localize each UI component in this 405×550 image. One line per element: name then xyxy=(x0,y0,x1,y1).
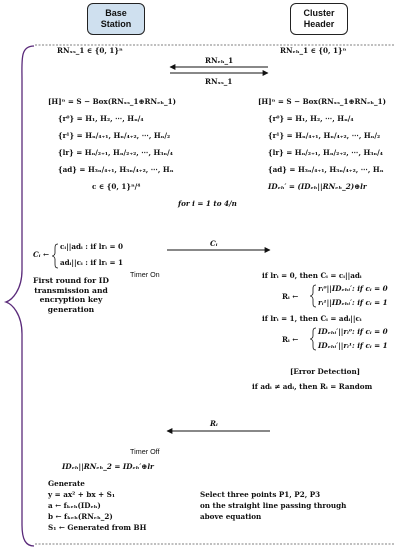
ri-brace-1 xyxy=(309,327,317,351)
bs-nonce: RNₓₛ_1 ∈ {0, 1}ⁿ xyxy=(57,46,123,55)
timer-on: Timer On xyxy=(130,270,160,279)
ch-case-1: if lrᵢ = 1, then Cᵢ = adᵢ||cᵢ xyxy=(262,314,362,323)
bs-r0: {r⁰} = H₁, H₂, ⋯, Hₙ/₄ xyxy=(58,114,144,123)
cluster-header-label-1: Cluster xyxy=(303,8,335,18)
ch-nonce: RNₑₕ_1 ∈ {0, 1}ⁿ xyxy=(280,46,347,55)
bs-h-derivation: [H]ⁿ = S − Box(RNₓₛ_1⊕RNₑₕ_1) xyxy=(48,97,177,106)
ch-h-derivation: [H]ⁿ = S − Box(RNₓₛ_1⊕RNₑₕ_1) xyxy=(258,97,387,106)
ch-r0: {r⁰} = H₁, H₂, ⋯, Hₙ/₄ xyxy=(268,114,354,123)
id-recovery: IDₑₕ||RNₑₕ_2 = IDₑₕ′⊕lr xyxy=(62,462,154,471)
select-line-1: Select three points P1, P2, P3 xyxy=(200,490,321,499)
generate-b: b ← fₖₑₕ(RNₑₕ_2) xyxy=(48,512,113,521)
error-detection-title: [Error Detection] xyxy=(290,367,361,376)
round-label: First round for ID transmission and encr… xyxy=(33,276,109,314)
timer-off: Timer Off xyxy=(130,447,160,456)
ri-case-0a: rᵢ⁰||IDₑₕᵢ′: if cᵢ = 0 xyxy=(318,284,388,293)
cluster-header-label-2: Header xyxy=(303,19,335,29)
msg-rn-ch-label: RNₑₕ_1 xyxy=(205,56,234,65)
ci-case-0: cᵢ||adᵢ : if lrᵢ = 0 xyxy=(60,242,123,251)
ci-case-1: adᵢ||cᵢ : if lrᵢ = 1 xyxy=(60,258,123,267)
ch-ad: {ad} = H₃ₙ/₄₊₁, H₃ₙ/₄₊₂, ⋯, Hₙ xyxy=(268,165,384,174)
bs-c: c ∈ {0, 1}ⁿ/⁴ xyxy=(92,182,141,191)
bs-ad: {ad} = H₃ₙ/₄₊₁, H₃ₙ/₄₊₂, ⋯, Hₙ xyxy=(58,165,174,174)
ch-lr: {lr} = Hₙ/₂₊₁, Hₙ/₂₊₂, ⋯, H₃ₙ/₄ xyxy=(268,148,383,157)
ri-case-0b: rᵢ¹||IDₑₕᵢ′: if cᵢ = 1 xyxy=(318,298,388,307)
ri-case-1b: IDₑₕᵢ′||rᵢ¹: if cᵢ = 1 xyxy=(318,341,388,350)
base-station-label-1: Base xyxy=(105,8,127,18)
msg-rn-bs-label: RNₓₛ_1 xyxy=(205,77,233,86)
generate-s: S₁ ← Generated from BH xyxy=(48,523,147,532)
round-brace xyxy=(3,45,35,547)
ri-case-1a: IDₑₕᵢ′||rᵢ⁰: if cᵢ = 0 xyxy=(318,327,388,336)
cluster-header-box: Cluster Header xyxy=(290,3,348,35)
bs-lr: {lr} = Hₙ/₂₊₁, Hₙ/₂₊₂, ⋯, H₃ₙ/₄ xyxy=(58,148,173,157)
select-line-2: on the straight line passing through xyxy=(200,501,347,510)
loop-label: for i = 1 to 4/n xyxy=(178,199,237,208)
generate-y: y = ax² + bx + S₁ xyxy=(48,490,115,499)
ch-case-0: if lrᵢ = 0, then Cᵢ = cᵢ||adᵢ xyxy=(262,271,362,280)
msg-ci-label: Cᵢ xyxy=(210,239,218,248)
generate-a: a ← fₖₑₕ(IDₑₕ) xyxy=(48,501,101,510)
ci-brace xyxy=(51,243,59,269)
base-station-box: Base Station xyxy=(87,3,145,35)
ri-prefix-1: Rᵢ ← xyxy=(282,335,299,344)
select-line-3: above equation xyxy=(200,512,262,521)
ci-prefix: Cᵢ ← xyxy=(33,250,49,259)
error-detection-rule: if adᵢ ≠ adᵢ, then Rᵢ = Random xyxy=(252,382,373,391)
ri-brace-0 xyxy=(309,284,317,308)
ch-id-prime: IDₑₕ′ = (IDₑₕ||RNₑₕ_2)⊕lr xyxy=(268,182,367,191)
msg-ri-label: Rᵢ xyxy=(210,419,218,428)
ri-prefix-0: Rᵢ ← xyxy=(282,292,299,301)
base-station-label-2: Station xyxy=(100,19,132,29)
ch-r1: {r¹} = Hₙ/₄₊₁, Hₙ/₄₊₂, ⋯, Hₙ/₂ xyxy=(268,131,381,140)
bs-r1: {r¹} = Hₙ/₄₊₁, Hₙ/₄₊₂, ⋯, Hₙ/₂ xyxy=(58,131,171,140)
generate-title: Generate xyxy=(48,479,85,488)
